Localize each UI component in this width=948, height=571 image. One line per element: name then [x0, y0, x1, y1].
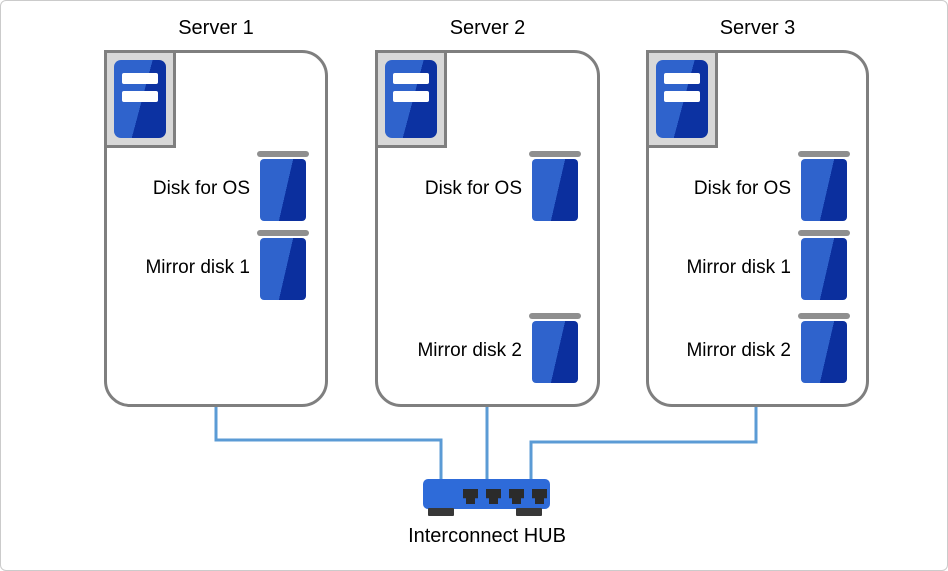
disk-label: Mirror disk 1: [686, 257, 791, 278]
tower-slot-bar: [393, 73, 429, 84]
disk-row: Disk for OS: [388, 151, 581, 221]
server-tower-glyph: [385, 60, 437, 138]
server-2-title: Server 2: [449, 17, 526, 39]
disk-icon: [529, 313, 581, 383]
disk-row: Disk for OS: [117, 151, 309, 221]
hub-foot: [428, 508, 454, 516]
tower-slot-bar: [122, 73, 158, 84]
hub-label: Interconnect HUB: [408, 525, 566, 547]
connector-server-3: [529, 407, 758, 480]
disk-icon: [529, 151, 581, 221]
server-2-box: Disk for OS Mirror disk 2: [375, 50, 600, 407]
server-tower-icon: [646, 50, 718, 148]
disk-label: Mirror disk 2: [686, 340, 791, 361]
disk-label: Mirror disk 2: [417, 340, 522, 361]
hub-port-icon: [532, 489, 547, 504]
disk-label: Disk for OS: [152, 178, 250, 199]
tower-slot-bar: [393, 91, 429, 102]
disk-row: Mirror disk 2: [388, 313, 581, 383]
disk-row: Mirror disk 1: [659, 230, 850, 300]
hub-port-icon: [486, 489, 501, 504]
server-tower-glyph: [114, 60, 166, 138]
hub-port-icon: [509, 489, 524, 504]
disk-icon: [257, 230, 309, 300]
server-3-title: Server 3: [719, 17, 796, 39]
disk-label: Disk for OS: [424, 178, 522, 199]
connector-server-1: [214, 407, 443, 480]
disk-icon: [798, 230, 850, 300]
hub-foot: [516, 508, 542, 516]
disk-icon: [798, 313, 850, 383]
disk-row: Mirror disk 1: [117, 230, 309, 300]
hub-port-icon: [463, 489, 478, 504]
server-tower-icon: [375, 50, 447, 148]
server-3-box: Disk for OS Mirror disk 1 Mirror disk 2: [646, 50, 869, 407]
disk-icon: [257, 151, 309, 221]
server-tower-icon: [104, 50, 176, 148]
network-hub-icon: [423, 479, 550, 516]
server-1-title: Server 1: [178, 17, 254, 39]
tower-slot-bar: [664, 91, 700, 102]
disk-row: Disk for OS: [659, 151, 850, 221]
tower-slot-bar: [664, 73, 700, 84]
disk-label: Disk for OS: [693, 178, 791, 199]
server-tower-glyph: [656, 60, 708, 138]
disk-icon: [798, 151, 850, 221]
server-1-box: Disk for OS Mirror disk 1: [104, 50, 328, 407]
disk-label: Mirror disk 1: [145, 257, 250, 278]
tower-slot-bar: [122, 91, 158, 102]
disk-row: Mirror disk 2: [659, 313, 850, 383]
